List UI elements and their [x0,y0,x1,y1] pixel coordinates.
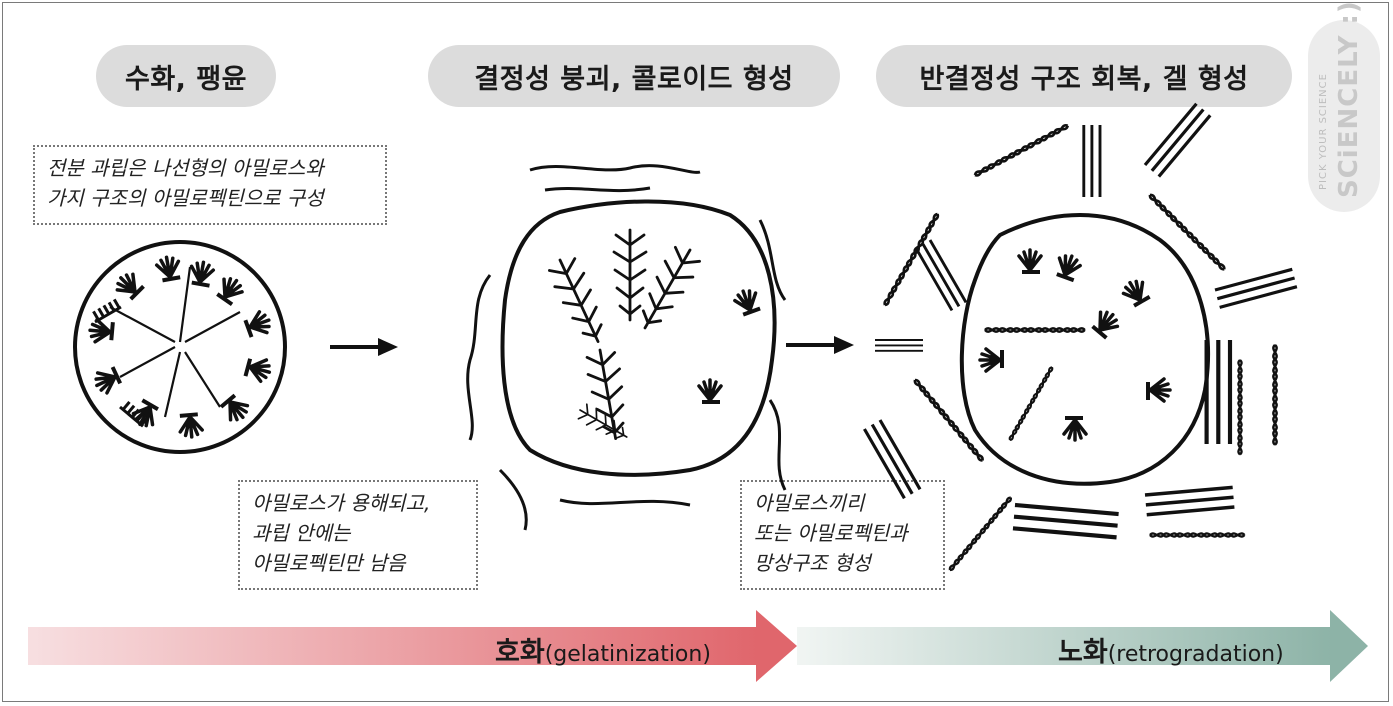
gel-network [862,102,1299,573]
stage-title-hydration: 수화, 팽윤 [96,45,276,107]
starch-granule [73,240,287,454]
stage-title-gelatinization: 결정성 붕괴, 콜로이드 형성 [428,45,840,107]
note-granule-composition: 전분 과립은 나선형의 아밀로스와 가지 구조의 아밀로펙틴으로 구성 [33,145,387,225]
gelatinization-band [28,610,797,682]
retrogradation-band [797,610,1368,682]
note-amylose-dissolves: 아밀로스가 용해되고, 과립 안에는 아밀로펙틴만 남음 [238,480,478,590]
sciencely-logo [1308,20,1380,212]
arrow-to-stage2 [330,338,398,356]
swollen-granule [466,164,787,531]
retrogradation-label: 노화(retrogradation) [1058,637,1284,668]
note-network-formation: 아밀로스끼리 또는 아밀로펙틴과 망상구조 형성 [740,480,945,590]
stage-title-retrogradation: 반결정성 구조 회복, 겔 형성 [876,45,1292,107]
arrow-to-stage3 [786,336,854,354]
gelatinization-label: 호화(gelatinization) [495,637,711,668]
